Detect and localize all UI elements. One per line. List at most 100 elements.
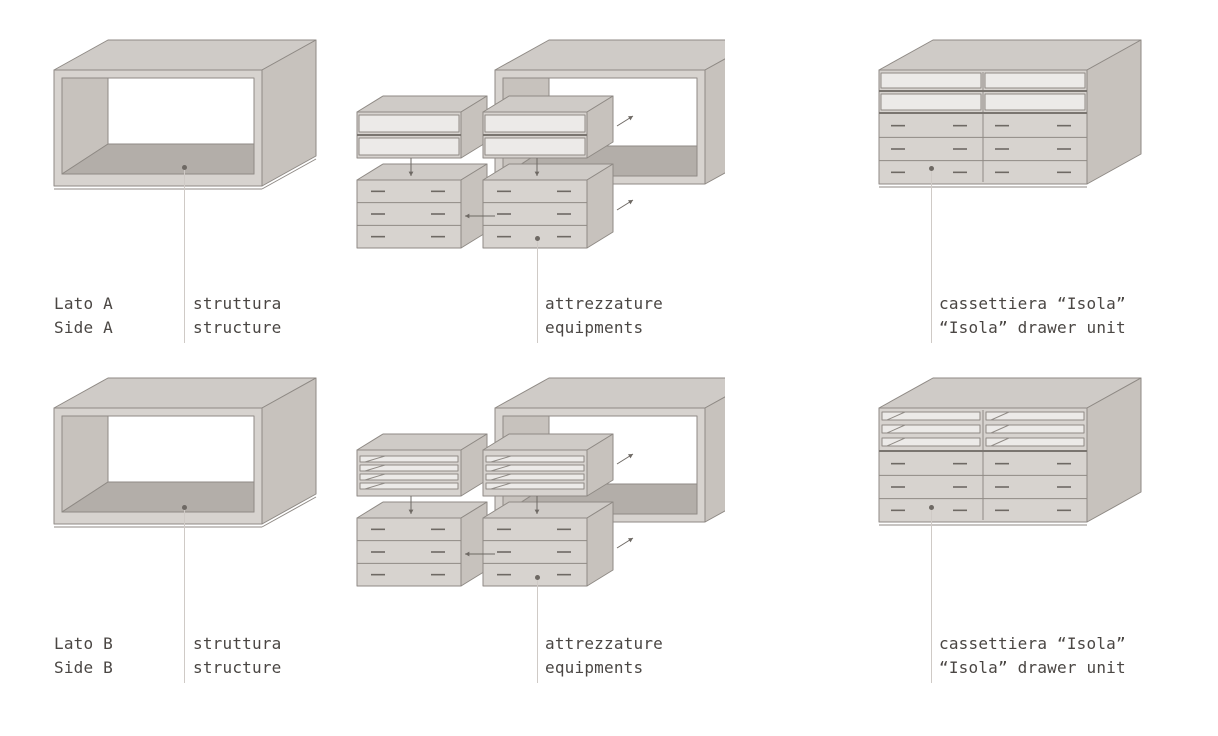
unit-leader-dot [929, 166, 934, 171]
slatted-tray [985, 411, 1085, 421]
structure-drawing [53, 377, 317, 528]
equipments-leader-dot [535, 236, 540, 241]
tray-slat [364, 482, 386, 490]
structure-leader-dot [182, 505, 187, 510]
drawer-unit-label-en: “Isola” drawer unit [939, 318, 1126, 337]
light-drawer-front [358, 137, 460, 156]
equipments-label: attrezzature equipments [545, 292, 663, 340]
structure-label: struttura structure [193, 292, 282, 340]
arrow-head [628, 538, 633, 543]
slatted-tray [985, 424, 1085, 434]
slatted-tray [359, 464, 459, 472]
unit-leader-dot [929, 505, 934, 510]
tray-slat [490, 482, 512, 490]
isola-drawer-unit-drawing [878, 39, 1142, 188]
tray-slat [364, 473, 386, 481]
tray-slat [990, 424, 1010, 434]
structure-leader-line [184, 167, 185, 343]
drawer-unit-label-it: cassettiera “Isola” [939, 634, 1126, 653]
insert-arrow [534, 158, 540, 176]
light-drawer-front [880, 72, 982, 89]
structure-label-en: structure [193, 318, 282, 337]
equipments-drawing [356, 39, 725, 249]
push-arrow [616, 453, 634, 465]
arrow-head [628, 454, 633, 459]
slatted-tray [359, 482, 459, 490]
structure-drawing [53, 39, 317, 190]
push-arrow [616, 199, 634, 211]
slatted-tray [359, 455, 459, 463]
tray-slat [490, 464, 512, 472]
insert-arrow [408, 496, 414, 514]
frame-top [494, 39, 725, 71]
arrow-head [628, 116, 633, 121]
structure-leader-line [184, 507, 185, 683]
structure-label-it: struttura [193, 634, 282, 653]
light-drawer-front [984, 72, 1086, 89]
tray-slat [990, 411, 1010, 421]
top-module-right [482, 433, 614, 497]
open-structure-frame [53, 39, 317, 190]
drawer-unit-body [878, 377, 1142, 526]
drawer-module-right [482, 501, 614, 587]
frame-inner-bottom [61, 143, 255, 175]
structure-label: struttura structure [193, 632, 282, 680]
structure-label-it: struttura [193, 294, 282, 313]
frame-plinth-side [261, 158, 317, 190]
tray-slat [886, 411, 906, 421]
unit-leader-line [931, 507, 932, 683]
insert-arrow [534, 496, 540, 514]
equipments-label: attrezzature equipments [545, 632, 663, 680]
arrow-head [465, 551, 470, 557]
drawer-unit-label-it: cassettiera “Isola” [939, 294, 1126, 313]
open-structure-frame [53, 377, 317, 528]
top-module-right [482, 95, 614, 159]
slatted-tray [485, 473, 585, 481]
equipments-leader-dot [535, 575, 540, 580]
isola-drawer-unit-drawing [878, 377, 1142, 526]
drawer-unit-label: cassettiera “Isola” “Isola” drawer unit [939, 292, 1126, 340]
drawer-module-left [356, 501, 488, 587]
unit-leader-line [931, 168, 932, 343]
drawer-unit-body [878, 39, 1142, 188]
arrow-head [628, 200, 633, 205]
light-drawer-front [358, 114, 460, 133]
slatted-tray [881, 411, 981, 421]
drawer-module-left [356, 163, 488, 249]
equipments-leader-line [537, 577, 538, 683]
arrow-head [465, 213, 470, 219]
drawer-unit-label: cassettiera “Isola” “Isola” drawer unit [939, 632, 1126, 680]
slatted-tray [881, 424, 981, 434]
insert-arrow [408, 158, 414, 176]
slatted-tray [359, 473, 459, 481]
light-drawer-front [484, 114, 586, 133]
slatted-tray [485, 455, 585, 463]
frame-top [494, 377, 725, 409]
slatted-tray [881, 437, 981, 447]
side-label: Lato B Side B [54, 632, 113, 680]
side-label: Lato A Side A [54, 292, 113, 340]
tray-slat [990, 437, 1010, 447]
tray-slat [490, 473, 512, 481]
side-label-it: Lato B [54, 634, 113, 653]
equipments-label-en: equipments [545, 658, 644, 677]
equipments-label-it: attrezzature [545, 634, 663, 653]
structure-label-en: structure [193, 658, 282, 677]
drawer-module-right [482, 163, 614, 249]
structure-leader-dot [182, 165, 187, 170]
arrow-head [408, 171, 414, 176]
tray-slat [886, 437, 906, 447]
top-module-left [356, 433, 488, 497]
equipments-drawing [356, 377, 725, 587]
equipments-leader-line [537, 238, 538, 343]
frame-plinth-side [261, 496, 317, 528]
slatted-tray [985, 437, 1085, 447]
frame-inner-bottom [61, 481, 255, 513]
top-module-left [356, 95, 488, 159]
side-label-en: Side A [54, 318, 113, 337]
tray-slat [364, 455, 386, 463]
light-drawer-front [984, 93, 1086, 111]
slide-arrow [465, 551, 495, 557]
light-drawer-front [880, 93, 982, 111]
